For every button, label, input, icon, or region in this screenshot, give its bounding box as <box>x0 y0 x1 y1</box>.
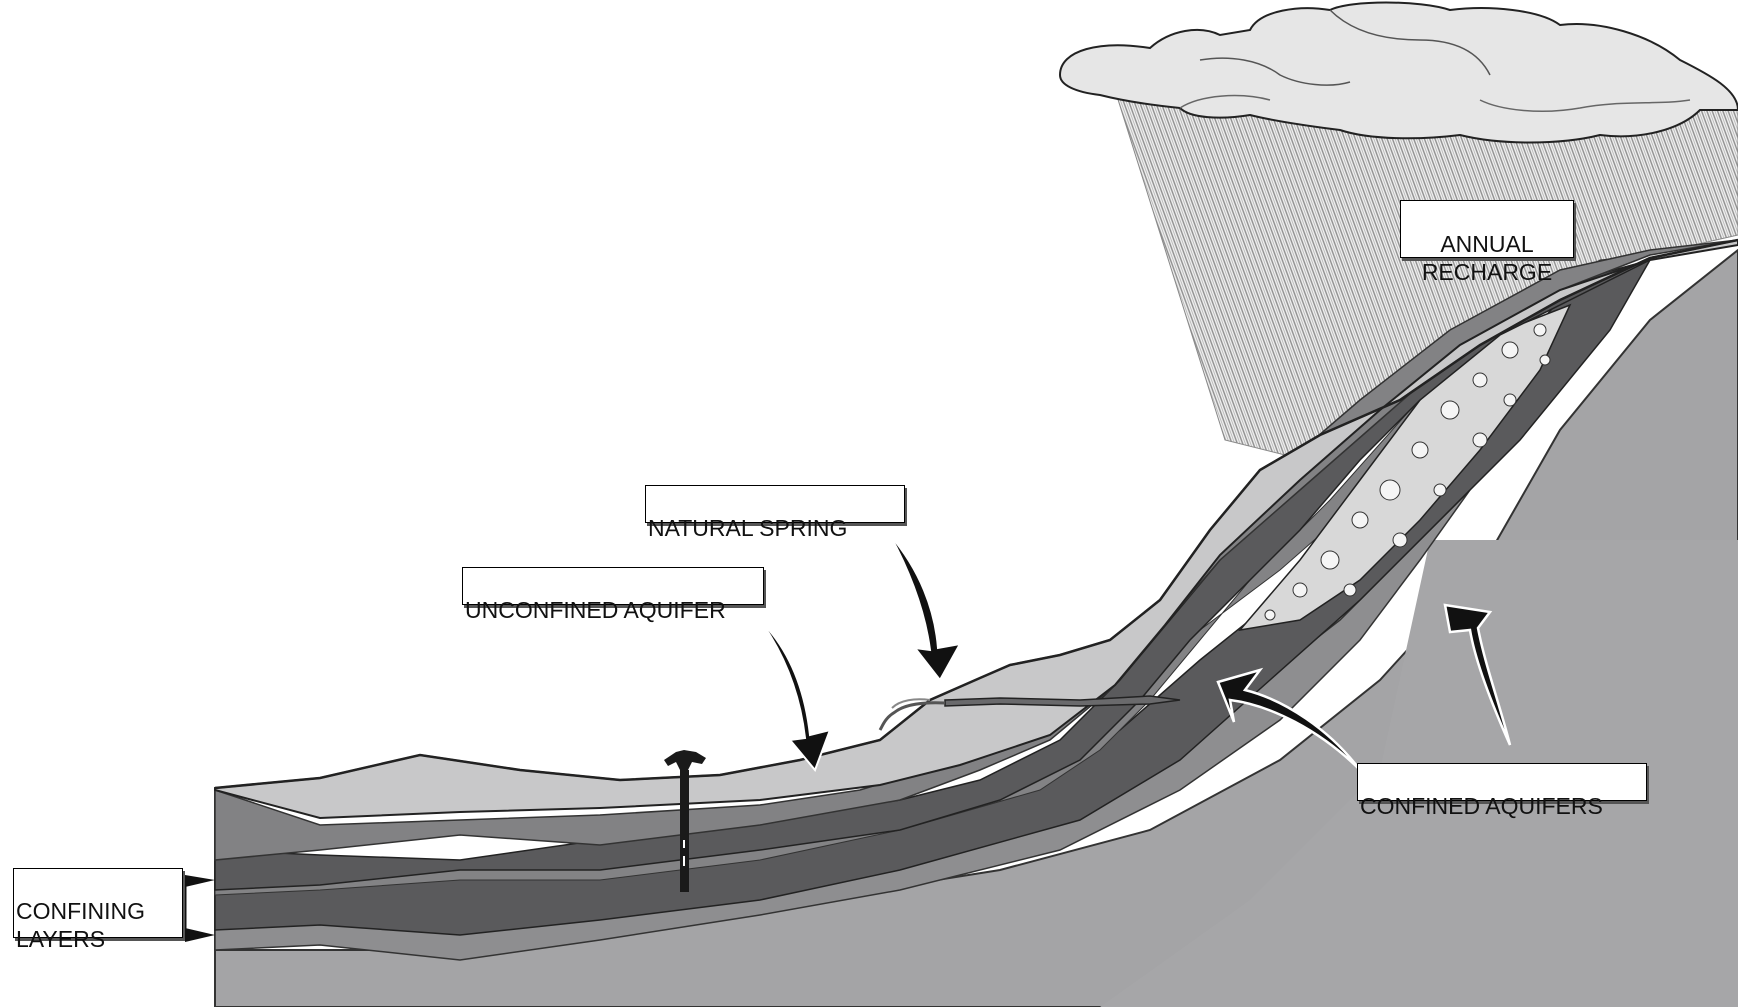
well-pump-head <box>664 750 706 770</box>
natural-spring-label: NATURAL SPRING <box>645 485 905 523</box>
confining-layers-bracket <box>185 875 215 942</box>
confined-aquifers-label-text: CONFINED AQUIFERS <box>1360 792 1646 820</box>
unconfined-aquifer-label-text: UNCONFINED AQUIFER <box>465 596 763 624</box>
unconfined-aquifer-arrow <box>760 620 830 770</box>
confining-layers-label: CONFINING LAYERS <box>13 868 183 938</box>
annual-recharge-label: ANNUAL RECHARGE <box>1400 200 1574 258</box>
confined-aquifers-label: CONFINED AQUIFERS <box>1357 763 1647 801</box>
unconfined-aquifer-label: UNCONFINED AQUIFER <box>462 567 764 605</box>
annual-recharge-label-text: ANNUAL RECHARGE <box>1401 230 1573 286</box>
natural-spring-label-text: NATURAL SPRING <box>648 514 904 542</box>
confining-layers-label-text: CONFINING LAYERS <box>16 897 182 953</box>
